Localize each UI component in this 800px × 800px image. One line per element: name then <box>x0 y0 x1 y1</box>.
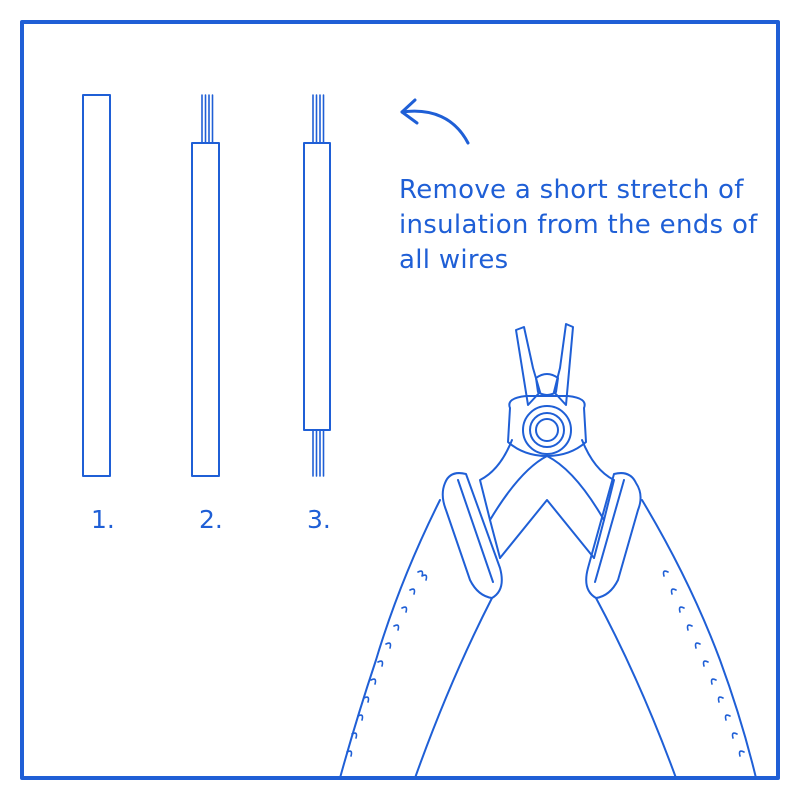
left-jaw <box>515 326 541 406</box>
left-grip-cap-line <box>457 479 494 583</box>
curved-arrow-icon <box>400 98 470 145</box>
right-jaw <box>553 323 574 406</box>
right-grip-cap <box>585 472 642 599</box>
right-handle-outer <box>641 499 757 779</box>
right-grip-cap-line <box>594 479 625 583</box>
step-label-2: 2. <box>199 505 223 534</box>
pivot-bolt-middle <box>529 412 565 448</box>
left-handle-ridges <box>346 570 428 757</box>
step-label-1: 1. <box>91 505 115 534</box>
wire-2 <box>191 94 220 477</box>
wire-3-insulation <box>303 142 331 431</box>
instruction-text: Remove a short stretch of insulation fro… <box>399 175 758 275</box>
right-handle-inner <box>595 597 677 779</box>
wire-3 <box>303 94 331 477</box>
wire-1-insulation <box>82 94 111 477</box>
wire-3-exposed-strands-top <box>312 94 325 144</box>
right-arm-edge <box>593 519 605 559</box>
left-handle-outer <box>339 499 441 779</box>
right-handle-ridges <box>662 570 745 757</box>
arms-crossing <box>499 499 595 559</box>
jaw-joint <box>535 373 559 396</box>
left-arm-edge <box>489 519 501 559</box>
pivot-bolt-outer <box>522 405 572 455</box>
wire-2-insulation <box>191 142 220 477</box>
left-handle-inner <box>414 597 493 779</box>
wire-cutter-pliers-icon <box>339 323 757 779</box>
wire-2-exposed-strands <box>201 94 214 144</box>
step-label-3: 3. <box>307 505 331 534</box>
wire-3-exposed-strands-bottom <box>312 429 325 477</box>
pivot-head <box>507 395 587 457</box>
frame-border <box>20 20 780 780</box>
pivot-bolt-inner <box>535 418 559 442</box>
